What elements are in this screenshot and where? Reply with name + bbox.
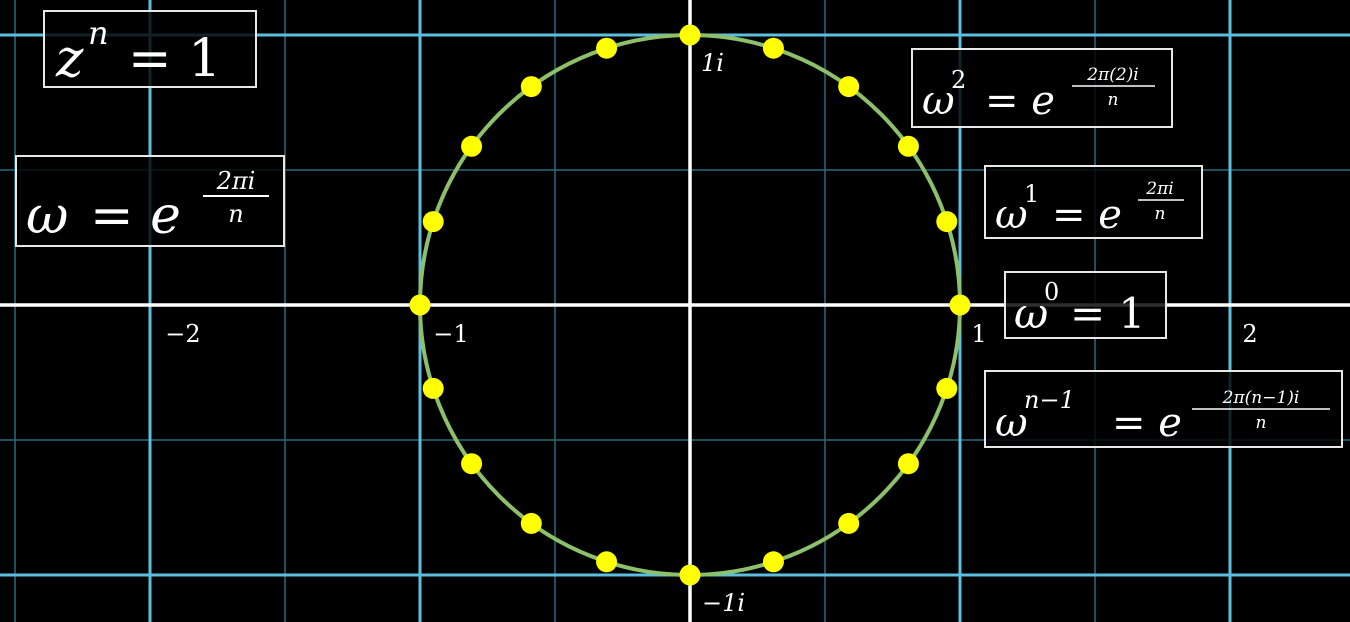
eq-rhs: = e	[90, 186, 181, 246]
root-of-unity-dot	[679, 24, 701, 46]
root-of-unity-dot	[897, 135, 919, 157]
eq-base: ω	[1014, 289, 1048, 338]
equation-box	[984, 165, 1203, 239]
equation-box	[1004, 271, 1167, 339]
equation-box	[911, 48, 1173, 128]
equation-omega-definition: ω = e 2πi n	[15, 155, 285, 247]
eq-rhs: = e	[1112, 400, 1182, 446]
eq-base: ω	[26, 186, 68, 246]
root-of-unity-dot	[461, 135, 483, 157]
eq-rhs: = 1	[128, 29, 221, 89]
eq-rhs: = 1	[1070, 289, 1145, 338]
equation-zn-equals-1: z n = 1	[43, 10, 257, 89]
y-tick-label-1i: 1i	[701, 49, 724, 77]
root-of-unity-dot	[461, 453, 483, 475]
x-tick-label-1: 1	[971, 320, 986, 348]
eq-superscript: n	[88, 14, 109, 52]
eq-base: z	[55, 29, 84, 89]
root-of-unity-dot	[422, 377, 444, 399]
eq-rhs: = e	[985, 78, 1055, 124]
root-of-unity-dot	[897, 453, 919, 475]
root-of-unity-dot	[949, 294, 971, 316]
root-of-unity-dot	[838, 512, 860, 534]
eq-base: ω	[995, 192, 1028, 238]
eq-superscript: 2	[951, 66, 966, 94]
root-of-unity-dot	[936, 211, 958, 233]
eq-base: ω	[995, 400, 1028, 446]
x-tick-label-neg2: −2	[165, 320, 200, 348]
root-of-unity-dot	[596, 551, 618, 573]
eq-fraction-numerator: 2πi	[1145, 179, 1173, 199]
root-of-unity-dot	[936, 377, 958, 399]
equation-omega-n-minus-1: ω n−1 = e 2π(n−1)i n	[984, 370, 1343, 448]
equation-omega-0: ω 0 = 1	[1004, 271, 1167, 339]
root-of-unity-dot	[596, 37, 618, 59]
equation-omega-squared: ω 2 = e 2π(2)i n	[911, 48, 1173, 128]
equation-omega-1: ω 1 = e 2πi n	[984, 165, 1203, 239]
root-of-unity-dot	[762, 37, 784, 59]
root-of-unity-dot	[679, 564, 701, 586]
root-of-unity-dot	[838, 76, 860, 98]
eq-fraction-denominator: n	[1108, 90, 1119, 110]
eq-fraction-numerator: 2πi	[216, 167, 256, 195]
eq-rhs: = e	[1052, 192, 1122, 238]
root-of-unity-dot	[520, 512, 542, 534]
eq-superscript: 0	[1044, 278, 1059, 306]
equation-box	[15, 155, 285, 247]
eq-fraction-denominator: n	[1155, 204, 1166, 224]
eq-fraction-denominator: n	[228, 200, 243, 228]
x-tick-label-neg1: −1	[433, 320, 468, 348]
root-of-unity-dot	[762, 551, 784, 573]
root-of-unity-dot	[422, 211, 444, 233]
equation-box	[43, 10, 257, 88]
root-of-unity-dot	[520, 76, 542, 98]
eq-fraction-denominator: n	[1256, 413, 1267, 433]
eq-base: ω	[922, 78, 955, 124]
eq-fraction-numerator: 2π(n−1)i	[1222, 388, 1300, 408]
x-tick-label-2: 2	[1242, 320, 1257, 348]
eq-superscript: n−1	[1024, 386, 1075, 414]
eq-fraction-numerator: 2π(2)i	[1086, 65, 1139, 85]
roots-of-unity	[409, 24, 971, 586]
root-of-unity-dot	[409, 294, 431, 316]
y-tick-label-neg1i: −1i	[702, 589, 745, 617]
eq-superscript: 1	[1024, 180, 1039, 208]
